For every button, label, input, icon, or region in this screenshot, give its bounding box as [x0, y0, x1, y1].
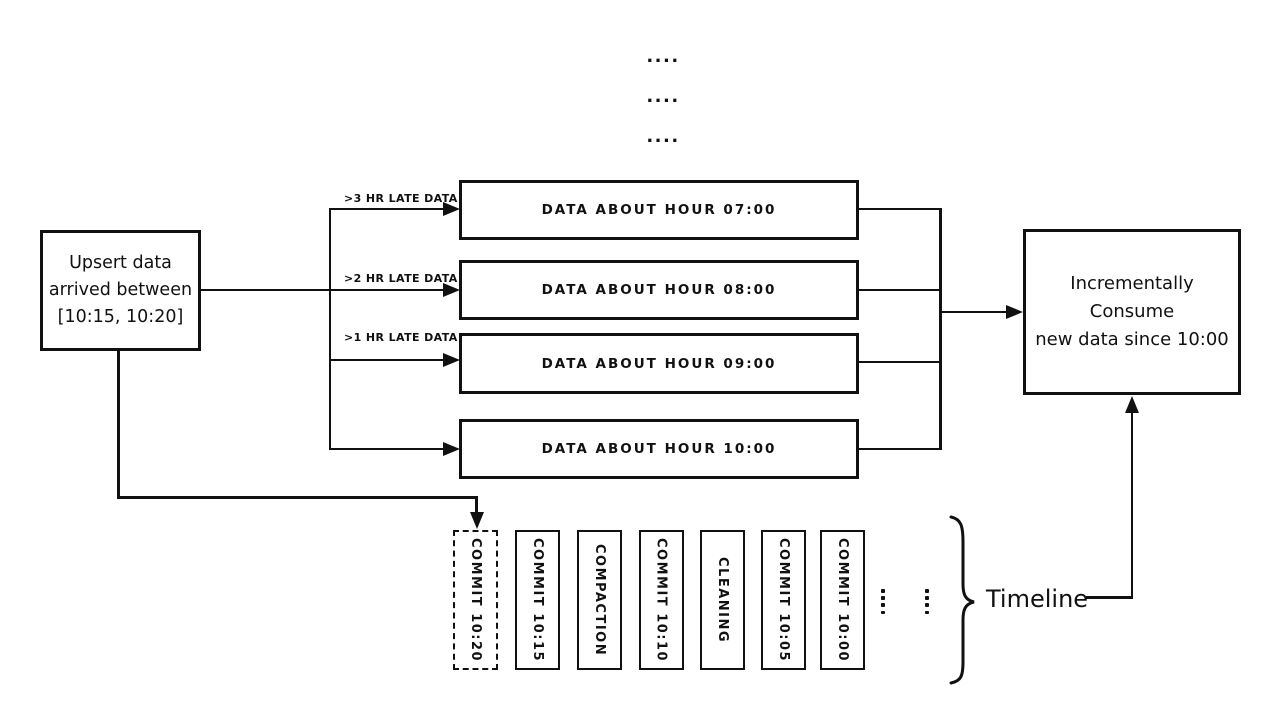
arrowhead-right-icon [443, 353, 460, 367]
arrowhead-right-icon [443, 442, 460, 456]
incremental-consumer-text: Incrementally Consume new data since 10:… [1026, 270, 1238, 354]
timeline-event-label: COMPACTION [592, 543, 607, 657]
late-data-label-3hr: >3 HR LATE DATA [344, 192, 458, 205]
collector-line-hour-07 [858, 207, 942, 211]
arrowhead-right-icon [1006, 305, 1023, 319]
hour-partition-box-0700: DATA ABOUT HOUR 07:00 [459, 180, 859, 240]
timeline-event-commit-1015: COMMIT 10:15 [515, 530, 560, 670]
hour-partition-label: DATA ABOUT HOUR 07:00 [541, 202, 777, 218]
arrow-shaft-consumer [941, 310, 1007, 314]
upsert-source-text: Upsert data arrived between [10:15, 10:2… [49, 250, 192, 331]
source-line-1: Upsert data [69, 253, 172, 273]
timeline-to-consumer-line-v [1130, 411, 1134, 598]
source-line-2: arrived between [48, 280, 193, 300]
source-to-trunk-line [200, 288, 330, 292]
timeline-event-commit-1005: COMMIT 10:05 [761, 530, 806, 670]
arrow-shaft-hour-10 [330, 447, 445, 451]
timeline-event-commit-1010: COMMIT 10:10 [638, 530, 684, 670]
timeline-event-label: COMMIT 10:20 [468, 537, 483, 663]
source-to-timeline-line-h [117, 496, 479, 499]
timeline-event-commit-1000: COMMIT 10:00 [820, 530, 865, 670]
source-line-3: [10:15, 10:20] [57, 307, 184, 327]
collector-line-hour-10 [858, 447, 942, 451]
collector-line-hour-09 [858, 360, 942, 364]
arrow-shaft-hour-09 [330, 358, 445, 362]
continuation-dots-row: .... [646, 46, 680, 67]
timeline-brace-icon [944, 514, 978, 686]
hour-partition-box-1000: DATA ABOUT HOUR 10:00 [459, 419, 859, 479]
timeline-event-label: COMMIT 10:10 [653, 537, 669, 663]
collector-bus-line [939, 207, 942, 450]
late-data-label-1hr: >1 HR LATE DATA [344, 331, 458, 344]
arrow-shaft-hour-08 [330, 288, 445, 292]
timeline-event-commit-1020: COMMIT 10:20 [453, 530, 498, 670]
consumer-line-1: Incrementally Consume [1070, 273, 1194, 322]
hour-partition-label: DATA ABOUT HOUR 08:00 [541, 282, 777, 298]
fanout-trunk-line [328, 208, 332, 450]
arrowhead-right-icon [443, 283, 460, 297]
timeline-event-label: COMMIT 10:00 [835, 537, 850, 663]
timeline-event-label: COMMIT 10:15 [530, 537, 545, 663]
timeline-event-label: CLEANING [715, 556, 730, 644]
collector-line-hour-08 [858, 288, 942, 292]
consumer-line-2: new data since 10:00 [1035, 329, 1229, 350]
source-to-timeline-line-v [117, 350, 120, 499]
arrowhead-up-icon [1125, 396, 1139, 413]
arrow-shaft-hour-07 [330, 207, 445, 211]
hour-partition-label: DATA ABOUT HOUR 10:00 [541, 441, 777, 457]
incremental-consumer-box: Incrementally Consume new data since 10:… [1023, 229, 1241, 395]
hour-partition-box-0800: DATA ABOUT HOUR 08:00 [459, 260, 859, 320]
ellipsis-vertical-icon [925, 589, 929, 615]
arrowhead-down-icon [470, 512, 484, 529]
timeline-label: Timeline [986, 585, 1089, 613]
source-to-timeline-line-v2 [475, 497, 478, 514]
timeline-event-cleaning: CLEANING [700, 530, 745, 670]
continuation-dots-row: .... [646, 126, 680, 147]
hour-partition-label: DATA ABOUT HOUR 09:00 [541, 355, 777, 372]
late-data-label-2hr: >2 HR LATE DATA [344, 272, 458, 285]
timeline-to-consumer-line-h [1086, 596, 1133, 599]
timeline-event-label: COMMIT 10:05 [776, 537, 791, 663]
continuation-dots-row: .... [646, 86, 680, 107]
ellipsis-vertical-icon [881, 589, 885, 615]
arrowhead-right-icon [443, 202, 460, 216]
upsert-source-box: Upsert data arrived between [10:15, 10:2… [40, 230, 201, 351]
timeline-event-compaction: COMPACTION [577, 530, 622, 670]
hour-partition-box-0900: DATA ABOUT HOUR 09:00 [459, 333, 859, 394]
